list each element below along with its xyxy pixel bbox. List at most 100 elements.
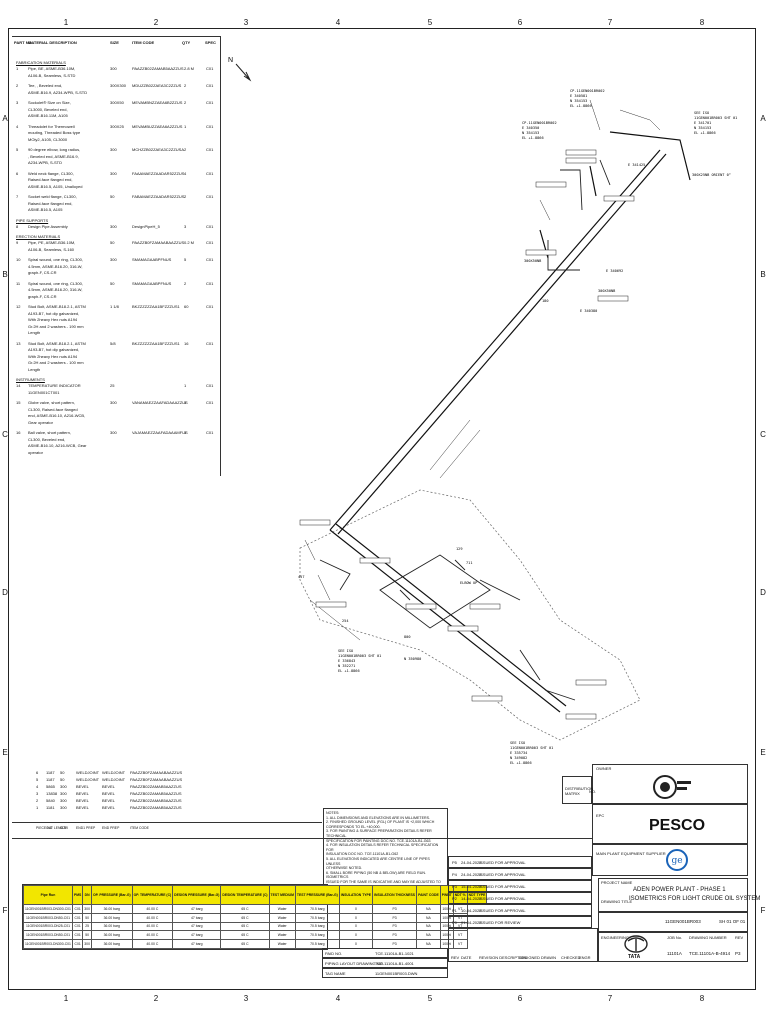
cut-list-header: CUT LENGTH	[46, 826, 68, 830]
bom-item-spec: C01	[206, 223, 214, 229]
grid-row-B: B	[760, 270, 766, 279]
revision-desc: ISSUED FOR REVIEW	[479, 920, 521, 925]
bom-item-spec: C01	[206, 400, 214, 405]
bom-item-desc: Raised-face flanged end,	[28, 177, 73, 182]
grid-col-3: 3	[243, 994, 249, 1003]
note-line: 5. ALL ELEVATIONS INDICATED ARE CENTRE L…	[326, 856, 430, 866]
tata-label: TATA	[628, 954, 641, 960]
bom-item-spec: C01	[206, 383, 214, 388]
cut-list-cell: 5865	[46, 784, 55, 789]
iso-label-n-350980: N 350980	[404, 657, 421, 661]
bom-header-part: PART NO	[14, 40, 32, 45]
revision-date: 24-04-2023	[461, 860, 482, 865]
grid-row-B: B	[2, 270, 8, 279]
revision-desc: ISSUED FOR APPROVAL	[479, 896, 526, 901]
cut-list-cell: 6	[36, 770, 39, 775]
bom-item-code: VAJAMAEZZAAFADAAAMFUS	[132, 430, 188, 435]
cut-list-cell: 50	[60, 777, 65, 782]
bom-item-desc: 4.5mm, ASME-B16.20, 316-W,	[28, 263, 83, 269]
bom-item-desc: Design Pipe Assembly	[28, 223, 68, 229]
cut-list-rule-2	[12, 838, 592, 839]
north-arrow-icon: N	[228, 57, 252, 82]
sheet-label: SH 01 OF 01	[719, 919, 746, 924]
bom-item-qty: 4	[184, 170, 187, 176]
cut-list-cell: 300	[60, 791, 67, 796]
bom-item-no: 4	[16, 123, 19, 129]
iso-tag-box	[535, 181, 567, 188]
branch-piping	[319, 159, 611, 701]
grid-col-4: 4	[335, 18, 341, 27]
iso-label-see1-n: N 354153	[694, 126, 711, 130]
cut-list-cell: 2	[36, 798, 39, 803]
bom-item-size: 1 1/8	[110, 304, 119, 309]
bom-item-spec: C01	[206, 147, 214, 152]
cut-list-header: END1 PREP	[76, 826, 96, 830]
note-line: 2. FINISHED GROUND LEVEL (FGL) OF PLANT …	[326, 820, 435, 825]
bom-item-qty: 2	[184, 83, 187, 88]
bom-item-no: 13	[16, 340, 21, 346]
bom-item-desc: Socket weld flange, CL300,	[28, 194, 77, 199]
line-table-cell: Water	[268, 939, 296, 949]
line-table-cell: C01	[71, 939, 84, 949]
revision-rev: P0	[452, 920, 457, 925]
iso-label-see2-n: N 352271	[338, 664, 355, 668]
bom-item-desc: With 2heavy Hex nuts A194	[28, 317, 78, 322]
bom-item-code: MEVAMBUZZAEA6A2ZZUS	[132, 123, 183, 129]
grid-col-5: 5	[427, 18, 433, 27]
revision-footer-date: DATE	[461, 955, 472, 960]
cut-list-cell: 13838	[46, 791, 58, 796]
cut-list-cell: 5	[36, 777, 39, 782]
iso-label-cp1-el: EL +1.8866	[570, 104, 592, 108]
supplier-logo-icon: ge	[666, 849, 688, 871]
bom-item-no: 10	[16, 257, 21, 262]
revision-rev: P3	[452, 884, 457, 889]
bom-item-size: 300	[110, 223, 117, 229]
bom-item-desc: 11GEN001CT001	[28, 389, 60, 395]
iso-label-dim-129: 129	[456, 547, 463, 551]
bom-item-desc: operator	[28, 449, 43, 455]
reference-value: TCE.11101A-B1-4001	[375, 961, 414, 966]
iso-tag-box	[565, 713, 597, 720]
epc-box: EPC PESCO	[592, 804, 748, 844]
project-label: PROJECT NAME	[601, 880, 633, 885]
cut-list-cell: 4	[36, 784, 39, 789]
distribution-label: DISTRIBUTION MATRIX	[565, 786, 594, 796]
bom-item-spec: C01	[206, 194, 214, 199]
bom-item-desc: graph-F, CS-CR	[28, 293, 57, 299]
revision-rev: P4	[452, 872, 457, 877]
bom-item-desc: Gear operator	[28, 419, 53, 425]
bom-item-code: PAAZZB0FZAMAABAAZZUS	[132, 240, 185, 245]
bom-divider	[220, 36, 221, 476]
cut-list-cell: BEVEL	[76, 784, 89, 789]
bom-item-size: 300	[110, 430, 117, 435]
iso-label-cp1-n: N 354153	[570, 99, 587, 103]
cut-list-cell: WELDJOINT	[76, 770, 100, 775]
iso-tag-box	[299, 519, 331, 526]
bom-item-no: 5	[16, 147, 19, 152]
grid-col-7: 7	[607, 994, 613, 1003]
note-line: OTHERWISE NOTED.	[326, 866, 363, 871]
bom-item-spec: C01	[206, 257, 214, 262]
bom-item-size: 300X25	[110, 123, 124, 129]
bom-item-desc: Spiral wound, one ring, CL300,	[28, 257, 83, 262]
rev-label: REV	[735, 935, 744, 940]
bom-item-no: 16	[16, 430, 21, 435]
bom-item-spec: C01	[206, 240, 214, 245]
bom-item-desc: With 2heavy Hex nuts A194	[28, 353, 78, 359]
iso-label-cp2-n: N 354153	[522, 131, 539, 135]
iso-tag-box	[447, 625, 479, 632]
bom-item-desc: ASME-B16.10, A216-WCB, Gear	[28, 443, 87, 448]
revision-desc: ISSUED FOR APPROVAL	[479, 908, 526, 913]
bom-item-no: 1	[16, 66, 19, 71]
bom-item-qty: 16	[184, 340, 189, 346]
bom-item-spec: C01	[206, 280, 214, 286]
owner-logo-icon	[653, 775, 691, 799]
cut-list-cell: WELDJOINT	[76, 777, 100, 782]
bom-item-size: 300	[110, 170, 117, 176]
bom-item-desc: TEMPERATURE INDICATOR	[28, 383, 81, 388]
revision-footer-checked: CHECKED	[561, 955, 581, 960]
